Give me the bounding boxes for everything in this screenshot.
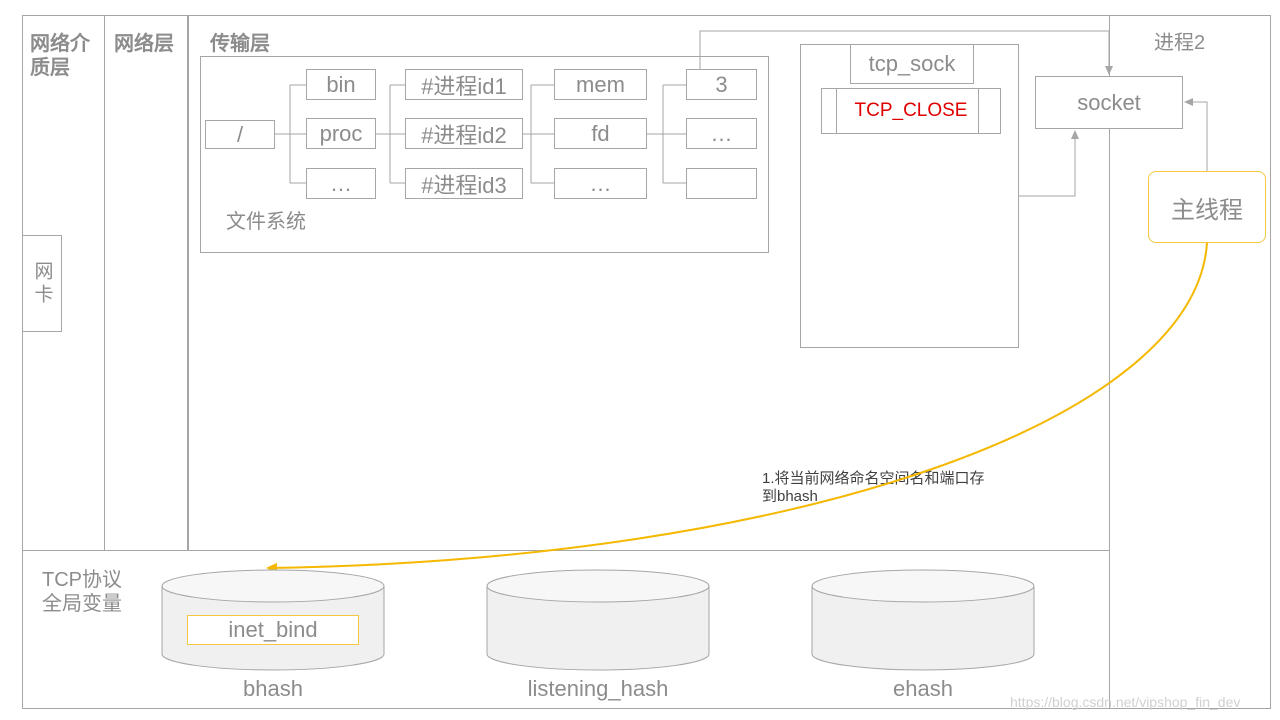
tcp-sock-title: tcp_sock	[850, 44, 974, 84]
tcp-globals-frame	[22, 550, 1110, 709]
fs-root: /	[205, 120, 275, 149]
tcp-state-inner-left	[836, 88, 837, 134]
tcp-globals-label-line-1: TCP协议	[42, 569, 122, 591]
nic-box: 网卡	[22, 235, 62, 332]
tcp-state-inner-right	[978, 88, 979, 134]
ehash-cylinder	[811, 569, 1035, 671]
socket-box: socket	[1035, 76, 1183, 129]
fs-fd-ellipsis: …	[686, 118, 757, 149]
tcp-globals-label: TCP协议 全局变量	[42, 568, 122, 616]
fs-proc: proc	[306, 118, 376, 149]
inet-bind-entry: inet_bind	[187, 615, 359, 645]
layer-network-label: 网络层	[114, 33, 174, 55]
listening-hash-label: listening_hash	[527, 676, 669, 701]
filesystem-frame	[200, 56, 769, 253]
fs-mem: mem	[554, 69, 647, 100]
annotation-line-2: 到bhash	[762, 488, 818, 505]
tcpsock-to-socket-arrow	[1019, 130, 1079, 197]
fs-ellipsis-1: …	[306, 168, 376, 199]
divider-media-network	[104, 15, 105, 551]
layer-network-media-label: 网络介质层	[30, 33, 90, 79]
fs-fd-3: 3	[686, 69, 757, 100]
tcp-state-value: TCP_CLOSE	[854, 100, 968, 121]
annotation-text: 1.将当前网络命名空间名和端口存 到bhash	[762, 470, 985, 506]
process-column	[1109, 15, 1271, 709]
main-thread-box: 主线程	[1148, 171, 1266, 243]
filesystem-label: 文件系统	[226, 211, 306, 233]
ehash-label: ehash	[893, 676, 953, 701]
fs-tree-connectors	[275, 84, 686, 184]
watermark: https://blog.csdn.net/vipshop_fin_dev	[1010, 694, 1241, 710]
fs-ellipsis-2: …	[554, 168, 647, 199]
thread-to-bhash-arrow	[266, 242, 1208, 573]
nic-label: 网卡	[31, 260, 53, 307]
fs-pid2: #进程id2	[405, 118, 523, 149]
divider-network-transport	[187, 15, 189, 551]
listening-hash-cylinder	[486, 569, 710, 671]
fs-bin: bin	[306, 69, 376, 100]
fs-fd: fd	[554, 118, 647, 149]
process-label: 进程2	[1154, 32, 1206, 54]
thread-to-socket-arrow	[1184, 98, 1208, 171]
fs-pid1: #进程id1	[405, 69, 523, 100]
bhash-label: bhash	[243, 676, 303, 701]
tcp-globals-label-line-2: 全局变量	[42, 593, 122, 615]
annotation-line-1: 1.将当前网络命名空间名和端口存	[762, 470, 985, 487]
fs-pid3: #进程id3	[405, 168, 523, 199]
layer-transport-label: 传输层	[210, 33, 270, 55]
fs-fd-empty	[686, 168, 757, 199]
fd-to-socket-arrow	[699, 30, 1113, 75]
tcp-state-box: TCP_CLOSE	[821, 88, 1001, 134]
